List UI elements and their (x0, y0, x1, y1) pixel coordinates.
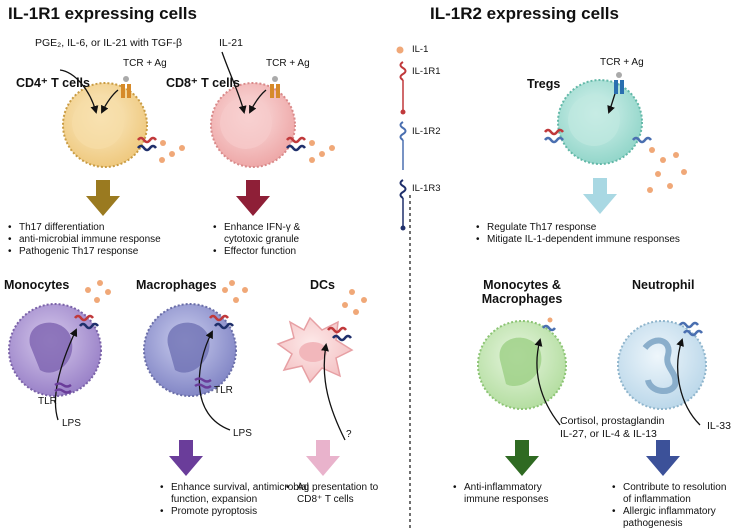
cd4-outcome-list: Th17 differentiation anti-microbial immu… (8, 222, 161, 258)
dc-outcome-list: Ag presentation to CD8⁺ T cells (286, 482, 378, 506)
legend-il1r2-label: IL-1R2 (412, 126, 441, 137)
list-item: Enhance IFN-γ & (213, 222, 300, 234)
macrophage-cell-label: Macrophages (136, 278, 217, 292)
mono-mac-il1r2-outcome-list: Anti-inflammatory immune responses (453, 482, 548, 506)
legend-il1r3-receptor-icon (399, 179, 407, 231)
cd8-outcome-list: Enhance IFN-γ & cytotoxic granule Effect… (213, 222, 300, 258)
macrophage-lps-label: LPS (233, 428, 252, 439)
mono-mac-il1r2-label-line1: Monocytes & (483, 278, 561, 292)
cd8-il1-dots (309, 140, 335, 163)
list-item: Contribute to resolution (612, 482, 726, 494)
cd4-cell-label: CD4⁺ T cells (16, 76, 90, 90)
list-item: Effector function (213, 246, 300, 258)
monocyte-tlr-label: TLR (38, 396, 57, 407)
left-panel-title: IL-1R1 expressing cells (8, 4, 197, 23)
list-item: Pathogenic Th17 response (8, 246, 161, 258)
cd8-cell-label: CD8⁺ T cells (166, 76, 240, 90)
macrophage-il1-dots (222, 280, 248, 303)
mono-mac-il1r2-stimulus-line1: Cortisol, prostaglandin (560, 415, 665, 427)
list-item: Th17 differentiation (8, 222, 161, 234)
list-item: CD8⁺ T cells (297, 494, 354, 505)
cd4-stimulus-label: PGE₂, IL-6, or IL-21 with TGF-β (35, 37, 183, 49)
cd8-stimulus-label: IL-21 (219, 37, 243, 49)
neutrophil-stimulus-label: IL-33 (707, 420, 731, 432)
mono-mac-il1r2-label-line2: Macrophages (481, 292, 563, 306)
cd8-t-cell (210, 51, 296, 168)
neutrophil-outcome-arrow (646, 440, 680, 476)
mono-mac-outcome-list: Enhance survival, antimicrobial function… (160, 482, 309, 518)
mono-mac-il1r2-receptor-icon (542, 317, 556, 332)
legend-il1r1-label: IL-1R1 (412, 66, 441, 77)
list-item: anti-microbial immune response (8, 234, 161, 246)
neutrophil-il1r2-receptor-icon (679, 321, 703, 337)
list-item: of inflammation (623, 494, 691, 505)
dc-cell (276, 316, 354, 441)
list-item: Allergic inflammatory (612, 506, 726, 518)
neutrophil-outcome-list: Contribute to resolution of inflammation… (612, 482, 726, 530)
right-panel-title: IL-1R2 expressing cells (430, 4, 619, 23)
list-item: Regulate Th17 response (476, 222, 680, 234)
cd4-outcome-arrow (86, 180, 120, 216)
legend-il1r1-receptor-icon (399, 61, 407, 115)
monocyte-tlr-icon (54, 382, 72, 394)
list-item: Anti-inflammatory (453, 482, 548, 494)
macrophage-tlr-icon (194, 377, 212, 389)
neutrophil-cell-label: Neutrophil (632, 278, 695, 292)
list-item: immune responses (464, 494, 549, 505)
cd4-il1r1-receptor-icon (137, 136, 157, 152)
cd4-tcr-icon (121, 76, 131, 98)
list-item: Enhance survival, antimicrobial (160, 482, 309, 494)
treg-cell (557, 79, 643, 165)
treg-tcr-label: TCR + Ag (600, 57, 644, 68)
treg-cell-label: Tregs (527, 77, 561, 91)
treg-tcr-icon (614, 72, 624, 94)
dc-il1-dots (342, 289, 367, 315)
mono-mac-il1r2-stimulus-line2: IL-27, or IL-4 & IL-13 (560, 428, 657, 440)
cd4-il1-dots (159, 140, 185, 163)
treg-outcome-arrow (583, 178, 617, 214)
macrophage-cell (143, 303, 237, 431)
cd8-il1r1-receptor-icon (286, 136, 306, 152)
monocyte-il1r1-receptor-icon (74, 314, 99, 330)
treg-il1r2-receptor-icon (544, 128, 652, 144)
monocyte-il1-dots (85, 280, 111, 303)
monocyte-cell-label: Monocytes (4, 278, 70, 292)
monocyte-cell (8, 303, 102, 421)
dc-stimulus-label: ? (346, 429, 352, 440)
mono-mac-il1r2-cell-label: Monocytes & Macrophages (476, 278, 568, 306)
legend-il1-dot-icon (396, 46, 404, 54)
cd8-outcome-arrow (236, 180, 270, 216)
mono-mac-il1r2-outcome-arrow (505, 440, 539, 476)
neutrophil-cell (617, 320, 707, 426)
cd8-tcr-label: TCR + Ag (266, 58, 310, 69)
legend-il1-label: IL-1 (412, 44, 429, 55)
legend-il1r2-receptor-icon (399, 121, 407, 170)
cd8-tcr-icon (270, 76, 280, 98)
cd4-t-cell (59, 69, 148, 168)
dc-il1r1-receptor-icon (327, 326, 352, 342)
mono-mac-outcome-arrow (169, 440, 203, 476)
treg-outcome-list: Regulate Th17 response Mitigate IL-1-dep… (476, 222, 680, 246)
cd4-tcr-label: TCR + Ag (123, 58, 167, 69)
list-item: Mitigate IL-1-dependent immune responses (476, 234, 680, 246)
treg-il1-dots (647, 147, 687, 193)
dc-outcome-arrow (306, 440, 340, 476)
dc-cell-label: DCs (310, 278, 336, 292)
list-item: Promote pyroptosis (160, 506, 309, 518)
list-item: Ag presentation to (286, 482, 378, 494)
list-item: function, expansion (171, 494, 258, 505)
list-item: pathogenesis (623, 518, 683, 529)
macrophage-tlr-label: TLR (214, 385, 233, 396)
monocyte-lps-label: LPS (62, 418, 81, 429)
macrophage-il1r1-receptor-icon (209, 314, 234, 330)
mono-mac-il1r2-cell (477, 320, 567, 426)
list-item: cytotoxic granule (224, 234, 300, 245)
legend-il1r3-label: IL-1R3 (412, 183, 441, 194)
